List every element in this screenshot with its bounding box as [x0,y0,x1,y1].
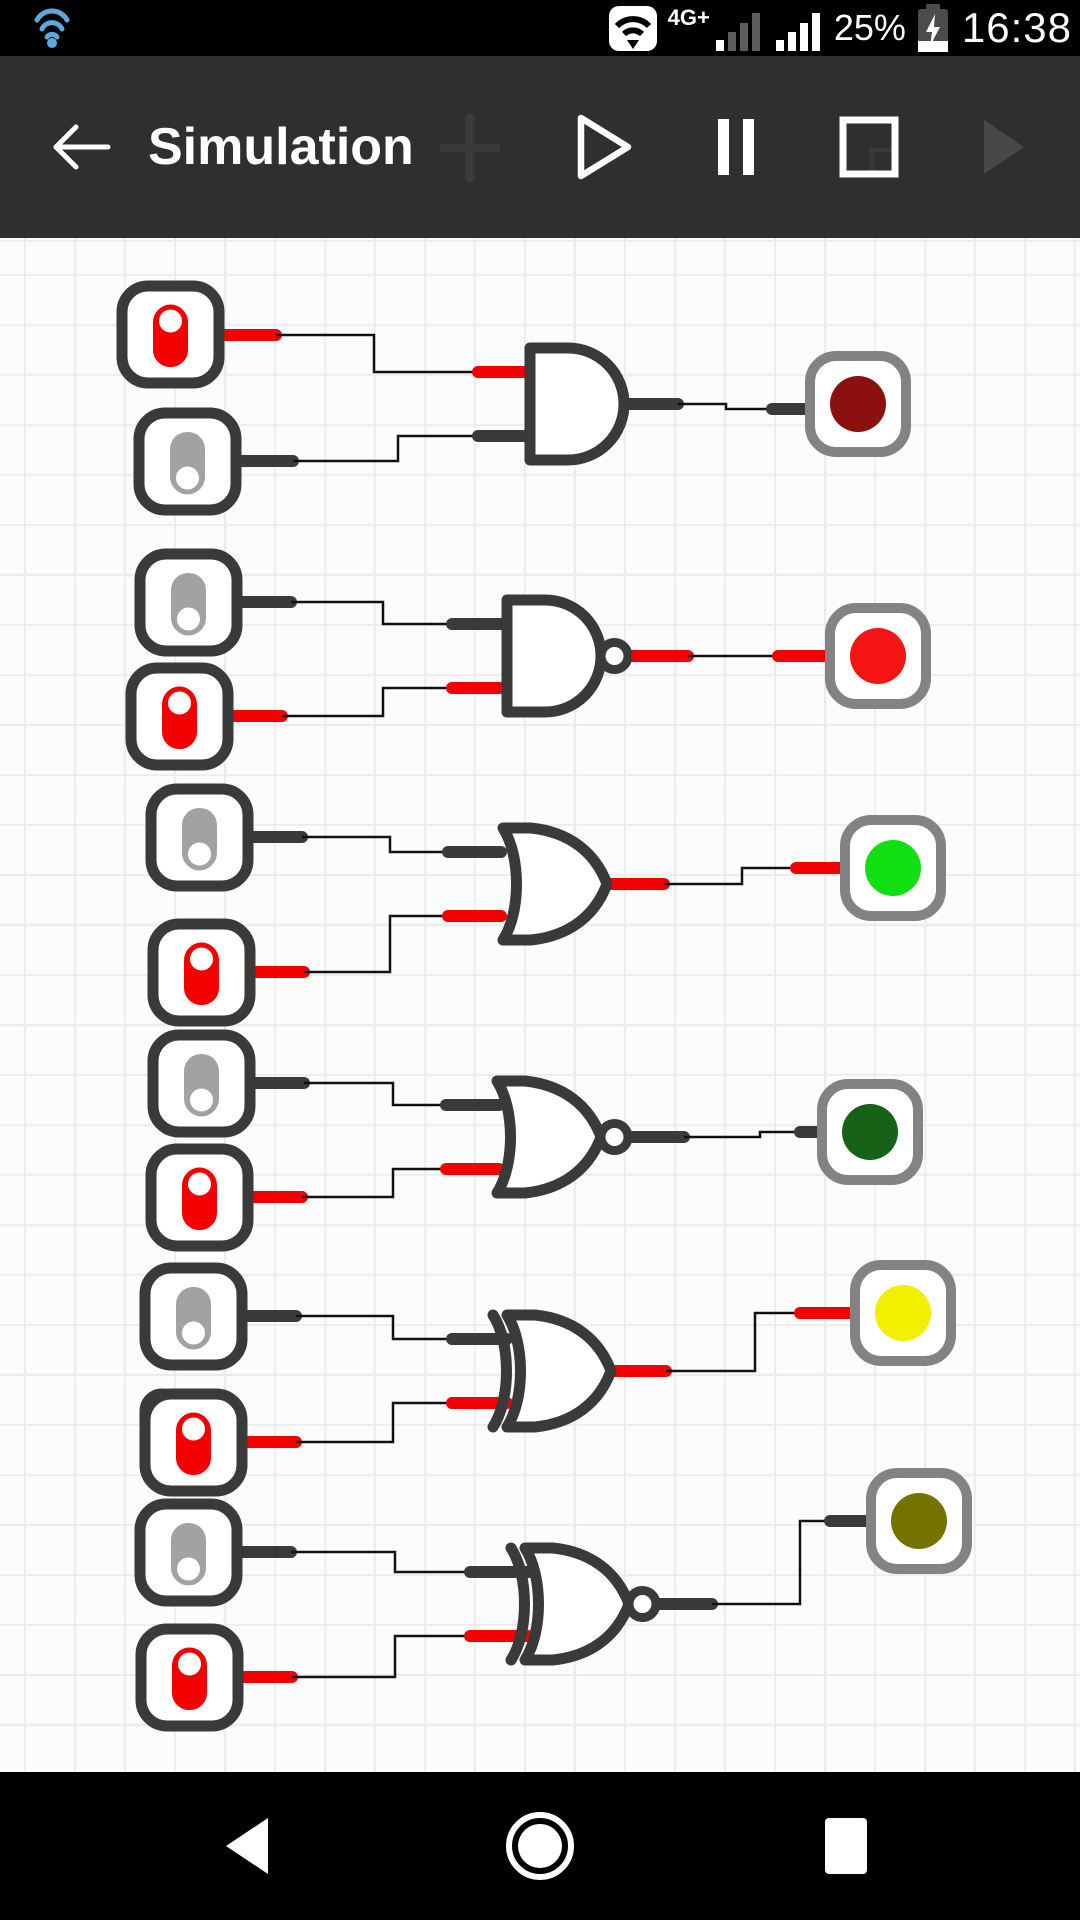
recents-icon [825,1818,867,1874]
circuit-diagram [116,280,972,1732]
wire [302,835,448,854]
circuit-row-and [116,280,911,516]
circuit-row-xor [139,1260,956,1497]
battery-charging-icon [917,4,948,52]
nor-gate[interactable] [491,1075,633,1199]
simulation-canvas[interactable] [0,238,1080,1772]
play-button[interactable] [560,56,650,238]
toggle-input-on[interactable] [135,1623,244,1732]
wire [292,1634,470,1679]
toggle-input-off[interactable] [147,1029,256,1138]
wire [666,1311,800,1373]
wire [293,434,478,463]
ghost-step-forward-icon [984,120,1024,174]
cell-signal-icon [715,13,760,51]
status-bar: 4G+ 25% 16:38 [0,0,1080,56]
cell-signal-2-icon [775,13,820,51]
toggle-input-off[interactable] [134,1498,243,1607]
toggle-input-off[interactable] [134,548,243,657]
toolbar: Simulation [0,56,1080,238]
wire [302,1167,446,1199]
or-gate[interactable] [497,822,613,946]
wire [296,1314,452,1341]
toggle-input-off[interactable] [139,1262,248,1371]
wire [304,914,448,974]
led-output[interactable] [866,1468,972,1574]
led-output[interactable] [840,815,946,921]
android-nav-bar [0,1772,1080,1920]
circuit-row-nor [145,1029,923,1252]
led-output[interactable] [850,1260,956,1366]
back-button[interactable] [36,56,126,238]
toggle-input-on[interactable] [145,1143,254,1252]
nav-back-button[interactable] [186,1772,306,1920]
wire [296,1401,452,1444]
stop-button[interactable] [824,56,914,238]
xor-gate[interactable] [487,1309,617,1433]
toggle-input-on[interactable] [139,1388,248,1497]
toggle-input-on[interactable] [125,662,234,771]
pause-icon [718,119,754,175]
toggle-input-on[interactable] [147,918,256,1027]
wire [712,1519,830,1606]
led-output[interactable] [817,1079,923,1185]
stop-icon [839,116,899,178]
wire [664,866,796,886]
toggle-input-on[interactable] [116,280,225,389]
circuit-row-or [145,783,946,1027]
back-icon [226,1818,268,1874]
led-lamp [842,1104,898,1160]
led-lamp [830,376,886,432]
led-output[interactable] [825,603,931,709]
wire [276,333,478,374]
battery-percent-label: 25% [833,7,906,48]
led-output[interactable] [805,351,911,457]
led-lamp [850,628,906,684]
nav-home-button[interactable] [480,1772,600,1920]
wire [291,600,452,626]
led-lamp [891,1493,947,1549]
wire [684,1130,800,1139]
wire [678,402,772,411]
wifi-icon [34,8,70,48]
wire [282,686,452,718]
ghost-plus-icon [440,113,500,183]
nand-gate[interactable] [501,594,633,718]
pause-button[interactable] [692,56,782,238]
back-arrow-icon [53,124,111,170]
and-gate[interactable] [524,342,630,466]
circuit-row-nand [125,548,931,771]
toggle-input-off[interactable] [145,783,254,892]
toggle-input-off[interactable] [133,407,242,516]
xnor-gate[interactable] [505,1542,661,1666]
led-lamp [865,840,921,896]
nav-recents-button[interactable] [786,1772,906,1920]
network-type-label: 4G+ [667,5,710,30]
wire [304,1081,446,1107]
page-title: Simulation [148,118,414,176]
wifi-hotspot-icon [608,6,657,51]
wire [291,1550,470,1574]
play-icon [577,114,632,180]
led-lamp [875,1285,931,1341]
circuit-row-xnor [134,1468,972,1732]
clock: 16:38 [961,4,1072,51]
home-icon [506,1812,574,1880]
